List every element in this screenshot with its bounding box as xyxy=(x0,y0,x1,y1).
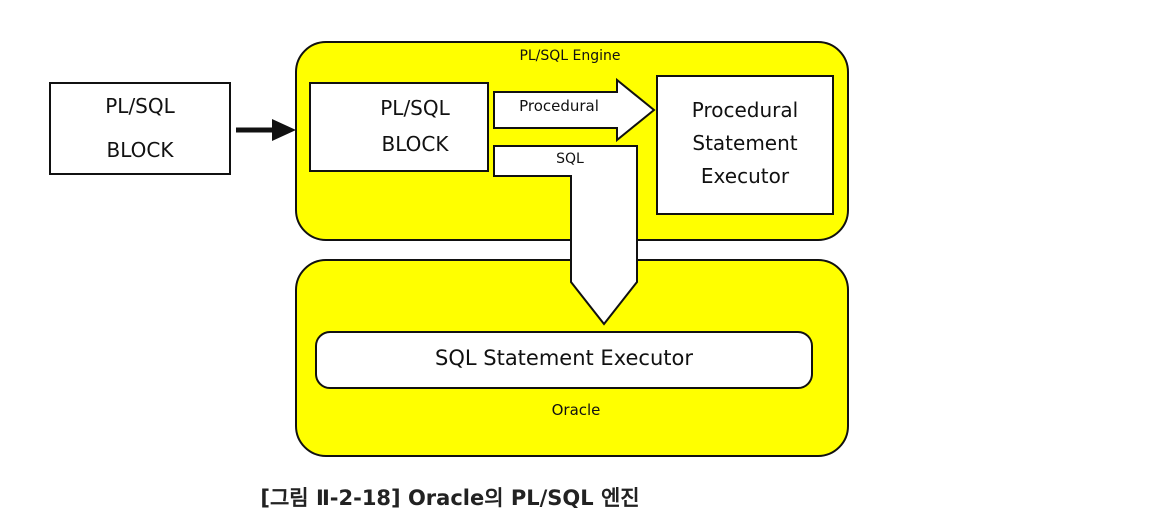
input-arrow-head xyxy=(272,119,296,141)
sql-executor-label: SQL Statement Executor xyxy=(435,346,693,370)
procedural-executor-label-line2: Statement xyxy=(692,131,798,155)
procedural-arrow-label: Procedural xyxy=(519,97,599,115)
sql-arrow xyxy=(493,145,638,326)
procedural-executor-box xyxy=(656,75,834,215)
input-block-label-line1: PL/SQL xyxy=(105,94,175,118)
pl-sql-engine-label: PL/SQL Engine xyxy=(519,48,621,64)
figure-caption: [그림 Ⅱ-2-18] Oracle의 PL/SQL 엔진 xyxy=(260,486,640,510)
sql-executor-box xyxy=(315,331,813,389)
input-block-label-line2: BLOCK xyxy=(106,138,174,162)
procedural-arrow xyxy=(493,77,656,143)
procedural-executor-label-line3: Executor xyxy=(700,164,790,188)
oracle-label: Oracle xyxy=(551,401,601,419)
engine-block-label-line2: BLOCK xyxy=(381,132,449,156)
sql-arrow-label: SQL xyxy=(556,151,584,167)
engine-block-box xyxy=(309,82,489,172)
procedural-executor-label-line1: Procedural xyxy=(691,98,799,122)
input-block-box xyxy=(49,82,231,175)
engine-block-label-line1: PL/SQL xyxy=(380,96,450,120)
